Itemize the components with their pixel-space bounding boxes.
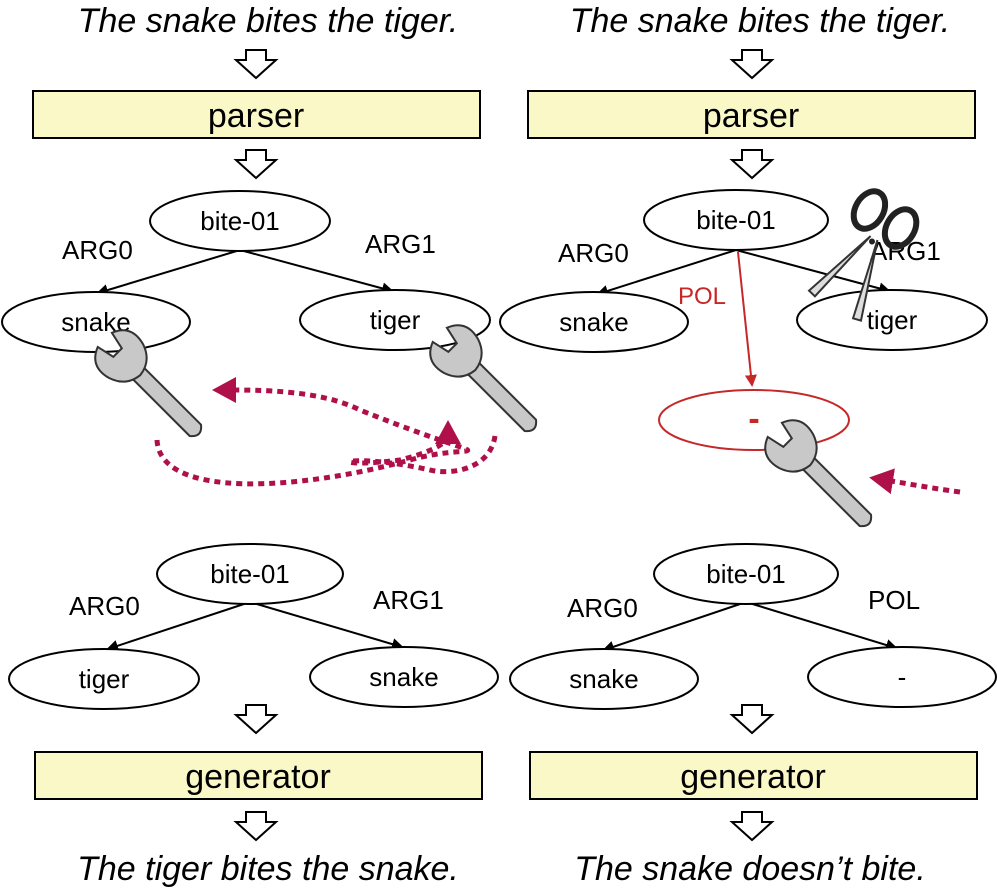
left-top-tiger-label: tiger bbox=[370, 305, 421, 335]
left-bottom-edge-arg1 bbox=[249, 601, 404, 650]
right-top-edge-pol bbox=[737, 251, 757, 387]
right-top-tiger-node bbox=[796, 289, 988, 351]
left-top-arg0-label: ARG0 bbox=[62, 235, 133, 265]
right-bottom-pol-node-label: - bbox=[898, 662, 907, 692]
right-output-sentence: The snake doesn’t bite. bbox=[574, 850, 926, 888]
right-bottom-snake-node bbox=[509, 648, 699, 710]
right-top-arg0-label: ARG0 bbox=[558, 238, 629, 268]
left-bottom-edge-arg0 bbox=[106, 601, 251, 652]
right-bottom-pol-node bbox=[807, 646, 997, 708]
left-bottom-tiger-node bbox=[8, 648, 200, 710]
left-down-arrow-2 bbox=[235, 149, 277, 179]
right-bottom-pol-label: POL bbox=[868, 585, 920, 615]
left-top-edge-arg1 bbox=[239, 249, 394, 295]
left-top-root-node bbox=[149, 190, 331, 252]
right-bottom-snake-label: snake bbox=[569, 664, 638, 694]
left-bottom-snake-label: snake bbox=[369, 662, 438, 692]
right-top-snake-label: snake bbox=[559, 307, 628, 337]
right-generator-label: generator bbox=[680, 758, 826, 796]
left-down-arrow-4 bbox=[235, 811, 277, 841]
left-top-tiger-node bbox=[299, 289, 491, 351]
left-input-sentence: The snake bites the tiger. bbox=[78, 2, 459, 40]
left-top-arg1-label: ARG1 bbox=[365, 229, 436, 259]
right-top-edge-arg0 bbox=[596, 249, 737, 297]
left-generator-box bbox=[34, 751, 483, 800]
left-top-root-label: bite-01 bbox=[200, 206, 280, 236]
right-bottom-arg0-label: ARG0 bbox=[567, 593, 638, 623]
right-bottom-edge-pol bbox=[745, 601, 898, 651]
left-generator-label: generator bbox=[185, 758, 331, 796]
right-down-arrow-2 bbox=[731, 149, 773, 179]
left-parser-label: parser bbox=[208, 97, 304, 135]
scissors-icon bbox=[807, 188, 920, 322]
left-parser-box bbox=[32, 90, 481, 139]
right-top-root-node bbox=[643, 189, 829, 251]
left-top-edge-arg0 bbox=[96, 249, 241, 296]
left-down-arrow-1 bbox=[235, 49, 277, 79]
right-bottom-edge-arg0 bbox=[602, 601, 747, 653]
right-input-sentence: The snake bites the tiger. bbox=[570, 2, 951, 40]
left-bottom-arg0-label: ARG0 bbox=[69, 591, 140, 621]
left-bottom-tiger-label: tiger bbox=[79, 664, 130, 694]
right-down-arrow-1 bbox=[731, 49, 773, 79]
right-top-pol-node-label: - bbox=[748, 400, 759, 438]
left-output-sentence: The tiger bites the snake. bbox=[77, 850, 459, 888]
right-generator-box bbox=[529, 751, 978, 800]
right-down-arrow-3 bbox=[731, 704, 773, 734]
right-down-arrow-4 bbox=[731, 811, 773, 841]
left-bottom-root-node bbox=[156, 543, 344, 605]
insert-dotted-arrow bbox=[869, 468, 961, 495]
right-bottom-root-label: bite-01 bbox=[706, 559, 786, 589]
right-parser-label: parser bbox=[703, 97, 799, 135]
left-bottom-arg1-label: ARG1 bbox=[373, 585, 444, 615]
right-parser-box bbox=[527, 90, 976, 139]
swap-dotted-arrow-to-right bbox=[347, 420, 498, 475]
right-top-snake-node bbox=[499, 291, 689, 353]
right-top-root-label: bite-01 bbox=[696, 205, 776, 235]
left-bottom-root-label: bite-01 bbox=[210, 559, 290, 589]
swap-dotted-arrow-to-left bbox=[154, 377, 471, 487]
left-down-arrow-3 bbox=[235, 704, 277, 734]
left-bottom-snake-node bbox=[309, 646, 499, 708]
right-top-pol-label: POL bbox=[678, 283, 726, 310]
right-top-tiger-label: tiger bbox=[867, 305, 918, 335]
right-bottom-root-node bbox=[653, 543, 839, 605]
